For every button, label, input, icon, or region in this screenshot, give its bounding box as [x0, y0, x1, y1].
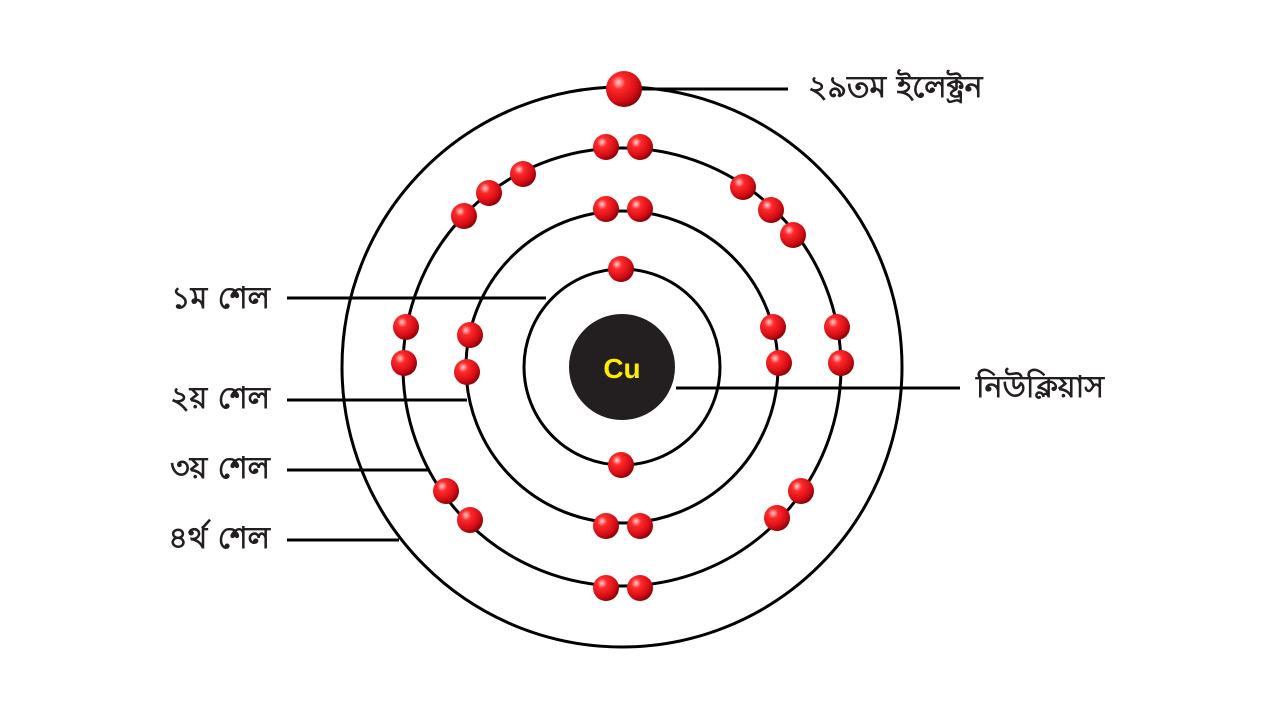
electron-shell-3 [451, 203, 477, 229]
electron-shell-2 [627, 513, 653, 539]
electron-shell-3 [758, 197, 784, 223]
electron-shell-3 [433, 478, 459, 504]
electron-shell-3 [788, 478, 814, 504]
electron-shell-3 [828, 350, 854, 376]
electron-shell-3 [457, 507, 483, 533]
label-electron-29: ২৯তম ইলেক্ট্রন [808, 69, 984, 105]
nucleus [569, 314, 675, 420]
electron-shell-2 [454, 359, 480, 385]
electron-shell-2 [457, 322, 483, 348]
electron-shell-3 [391, 350, 417, 376]
electron-shell-1 [608, 256, 634, 282]
electron-shell-2 [627, 196, 653, 222]
electron-shell-3 [730, 174, 756, 200]
label-shell-1: ১ম শেল [171, 281, 271, 316]
electron-shell-1 [608, 452, 634, 478]
label-nucleus: নিউক্লিয়াস [975, 367, 1105, 405]
label-shell-4: ৪র্থ শেল [168, 519, 271, 556]
electron-shell-3 [824, 314, 850, 340]
electron-shell-3 [393, 314, 419, 340]
electron-shell-3 [764, 505, 790, 531]
electron-shell-3 [780, 222, 806, 248]
label-shell-2: ২য় শেল [170, 381, 272, 416]
electron-shell-2 [593, 513, 619, 539]
electron-shell-3 [510, 161, 536, 187]
nucleus-symbol: Cu [603, 353, 640, 384]
label-shell-3: ৩য় শেল [170, 451, 272, 486]
electrons [391, 71, 854, 601]
electron-shell-3 [476, 180, 502, 206]
electron-shell-2 [766, 350, 792, 376]
electron-shell-2 [593, 196, 619, 222]
electron-shell-3 [593, 575, 619, 601]
electron-shell-3 [593, 134, 619, 160]
electron-shell-3 [627, 575, 653, 601]
electron-shell-2 [760, 314, 786, 340]
electron-shell-3 [627, 134, 653, 160]
electron-29 [606, 71, 642, 107]
